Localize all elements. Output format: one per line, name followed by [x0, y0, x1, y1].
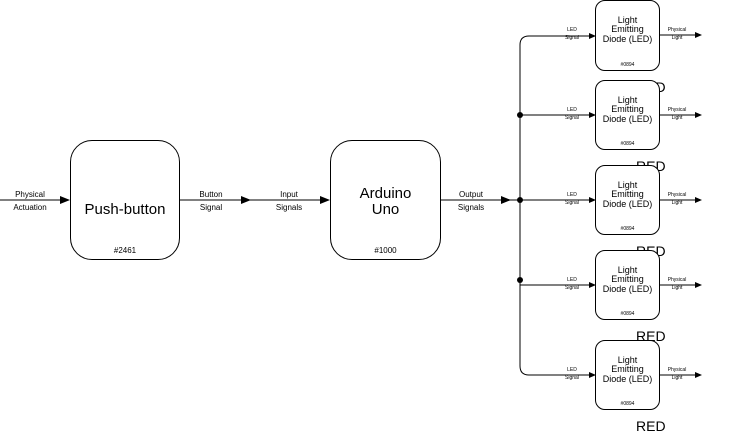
led-title: Light Emitting Diode (LED): [602, 180, 653, 209]
led-signal-label: LED Signal: [565, 277, 579, 291]
arduino-part-number: #1000: [374, 246, 397, 255]
physical-actuation-label: Physical Actuation: [13, 190, 47, 212]
led-part-number: #0894: [620, 62, 635, 68]
led-signal-label: LED Signal: [565, 192, 579, 206]
pushbutton-title: Push-button: [84, 201, 166, 218]
led-signal-label: LED Signal: [565, 367, 579, 381]
led-title: Light Emitting Diode (LED): [602, 15, 653, 44]
led-block-2[interactable]: Light Emitting Diode (LED) #0894: [595, 80, 660, 150]
physical-light-label: Physical Light: [667, 277, 687, 291]
led-color-label: RED: [636, 418, 666, 434]
physical-light-label: Physical Light: [667, 192, 687, 206]
physical-light-label: Physical Light: [667, 27, 687, 41]
led-signal-label: LED Signal: [565, 107, 579, 121]
pushbutton-block[interactable]: Push-button #2461: [70, 140, 180, 260]
button-signal-label: Button Signal: [199, 190, 223, 212]
led-part-number: #0894: [620, 401, 635, 407]
led-block-4[interactable]: Light Emitting Diode (LED) #0894: [595, 250, 660, 320]
physical-light-label: Physical Light: [667, 367, 687, 381]
led-title: Light Emitting Diode (LED): [602, 95, 653, 124]
led-title: Light Emitting Diode (LED): [602, 355, 653, 384]
arduino-uno-block[interactable]: Arduino Uno #1000: [330, 140, 441, 260]
arduino-title: Arduino Uno: [359, 185, 412, 218]
led-signal-label: LED Signal: [565, 27, 579, 41]
led-bus-vertical: [519, 35, 530, 376]
input-signals-label: Input Signals: [275, 190, 303, 212]
led-part-number: #0894: [620, 141, 635, 147]
pushbutton-part-number: #2461: [113, 246, 137, 255]
led-block-3[interactable]: Light Emitting Diode (LED) #0894: [595, 165, 660, 235]
led-block-1[interactable]: Light Emitting Diode (LED) #0894: [595, 0, 660, 71]
output-signals-label: Output Signals: [457, 190, 485, 212]
led-part-number: #0894: [620, 226, 635, 232]
led-part-number: #0894: [620, 311, 635, 317]
led-block-5[interactable]: Light Emitting Diode (LED) #0894: [595, 340, 660, 410]
bus-junction: [517, 277, 523, 283]
physical-light-label: Physical Light: [667, 107, 687, 121]
led-title: Light Emitting Diode (LED): [602, 265, 653, 294]
